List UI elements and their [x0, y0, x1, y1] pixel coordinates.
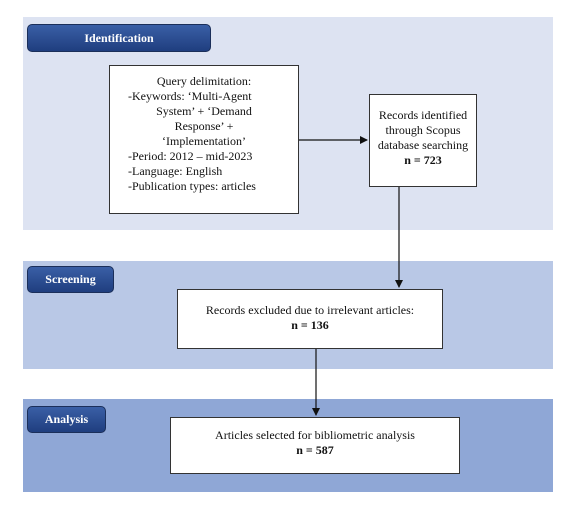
selected-text: Articles selected for bibliometric analy… [215, 428, 415, 442]
articles-selected-box: Articles selected for bibliometric analy… [170, 417, 460, 474]
query-line: Response’ + [174, 119, 234, 133]
records-count: n = 723 [404, 153, 442, 167]
records-identified-box: Records identified through Scopus databa… [369, 94, 477, 187]
records-excluded-box: Records excluded due to irrelevant artic… [177, 289, 443, 349]
identification-phase-label: Identification [27, 24, 211, 52]
query-line: System’ + ‘Demand [156, 104, 252, 118]
selected-count: n = 587 [296, 443, 334, 457]
excluded-count: n = 136 [291, 318, 329, 332]
query-line: -Language: English [128, 164, 223, 178]
query-line: ‘Implementation’ [162, 134, 246, 148]
query-line: -Period: 2012 – mid-2023 [128, 149, 253, 163]
query-delimitation-box: Query delimitation: -Keywords: ‘Multi-Ag… [109, 65, 299, 214]
screening-phase-label: Screening [27, 266, 114, 293]
analysis-phase-label: Analysis [27, 406, 106, 433]
query-line: -Publication types: articles [128, 179, 256, 193]
query-line: -Keywords: ‘Multi-Agent [128, 89, 252, 103]
records-line: through Scopus [385, 123, 461, 137]
records-line: Records identified [378, 108, 468, 122]
excluded-text: Records excluded due to irrelevant artic… [205, 303, 415, 317]
records-line: database searching [377, 138, 469, 152]
query-line: Query delimitation: [156, 74, 252, 88]
